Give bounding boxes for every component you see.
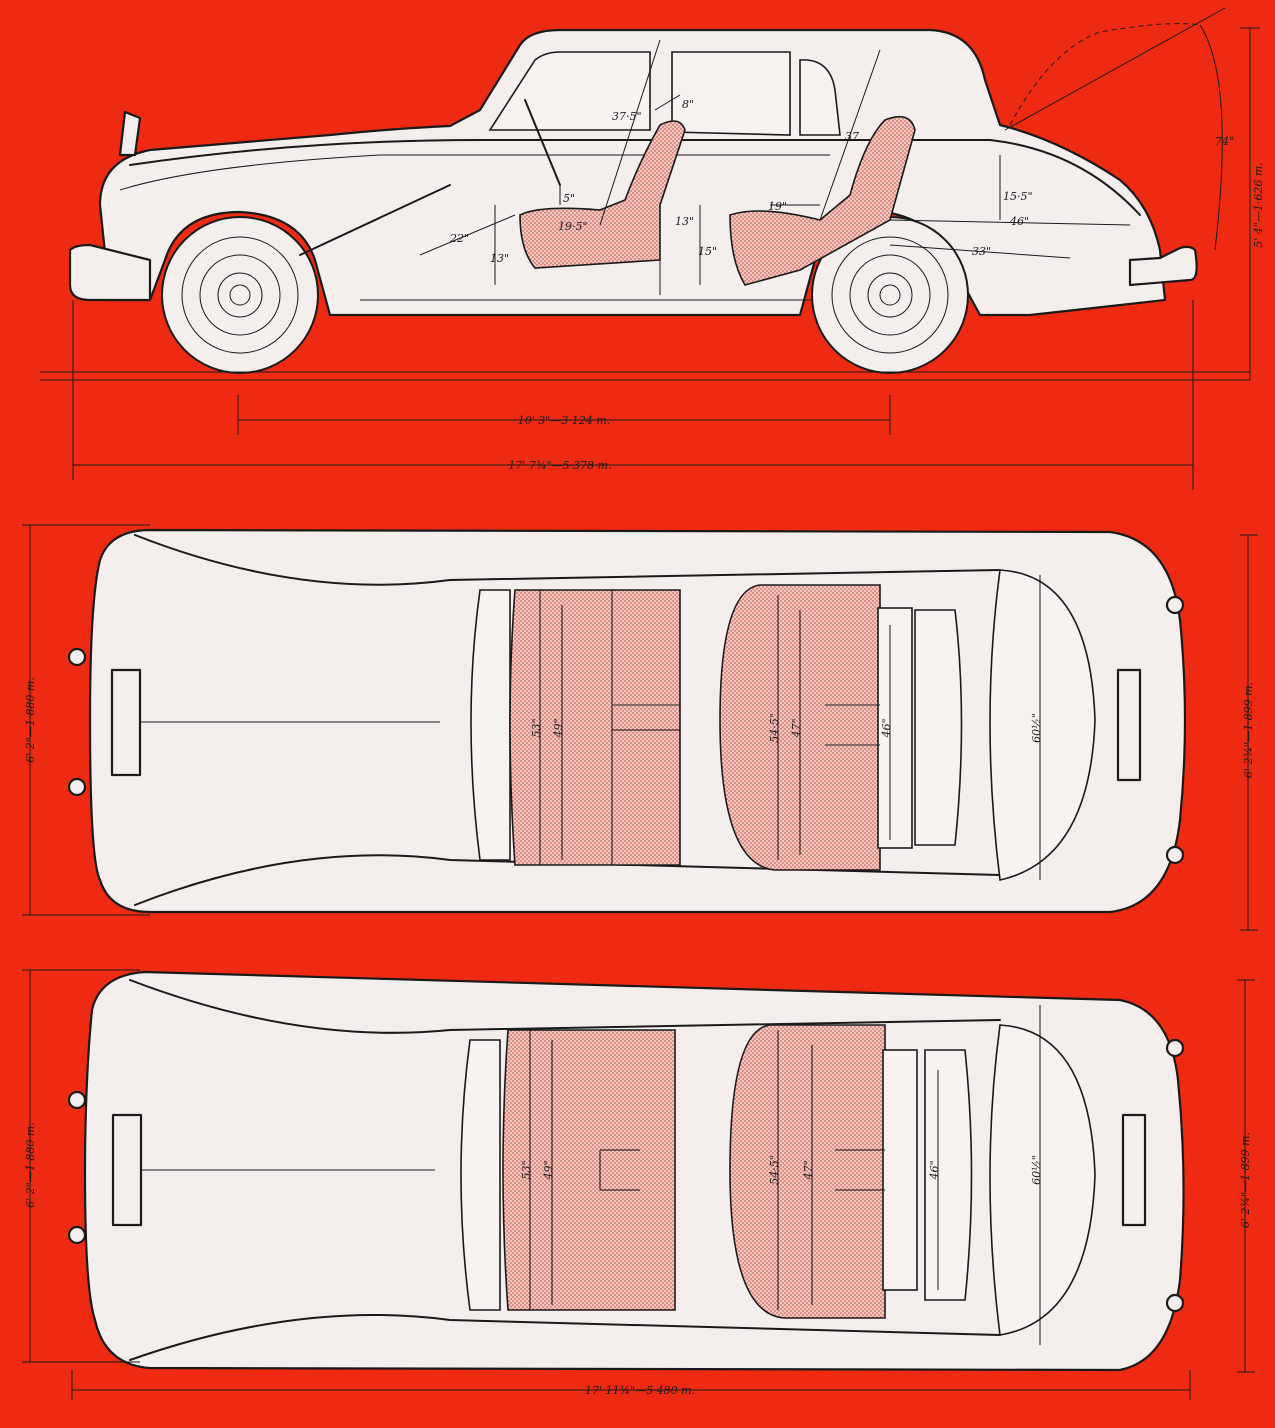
overall-height-label: 5' 4"—1·626 m.: [1252, 162, 1265, 248]
upper-rear-seat-inner-label: 47": [790, 718, 803, 738]
boot-height-label: 15·5": [1003, 190, 1033, 203]
boot-length-label: 46": [1009, 215, 1029, 228]
upper-overall-width-label: 6' 2"—1·880 m.: [24, 677, 37, 763]
front-seat-side: [519, 120, 686, 269]
rear-bumper: [1128, 245, 1198, 287]
boot-floor-label: 33": [972, 245, 991, 258]
plan-view-lower: 53" 49" 54·5" 47" 46" 60½" 6' 2"—1·880 m…: [22, 969, 1255, 1400]
front-seat-height-label: 13": [490, 252, 509, 265]
upper-boot-width-label: 60½": [1030, 713, 1043, 743]
mascot-icon: [118, 110, 142, 157]
lower-overall-length-label: 17' 11¾"—5·480 m.: [585, 1384, 695, 1397]
lower-track-label: 6' 2¾"—1·899 m.: [1239, 1132, 1252, 1228]
overall-length-label: 17' 7¾"—5·378 m.: [508, 459, 611, 472]
lower-overall-width-label: 6' 2"—1·880 m.: [24, 1122, 37, 1208]
plan-view-upper: 53" 49" 54·5" 47" 46" 60½" 6' 2"—1·880 m…: [22, 524, 1258, 931]
upper-front-seat-outer-label: 53": [530, 718, 543, 737]
front-headroom-label: 37·5": [612, 110, 642, 123]
lower-front-seat-inner-label: 49": [542, 1160, 555, 1180]
lower-rear-seat: [729, 1024, 886, 1319]
front-bumper: [68, 243, 152, 302]
upper-front-seat-inner-label: 49": [552, 718, 565, 738]
wheelbase-label: 10' 3"—3·124 m.: [518, 414, 611, 427]
lower-rear-seat-inner-label: 47": [802, 1160, 815, 1180]
side-body-outline: [98, 28, 1167, 317]
lower-front-seat: [502, 1029, 676, 1311]
upper-rear-seat-outer-label: 54·5": [768, 713, 781, 743]
lower-rear-shelf-label: 46": [928, 1160, 941, 1180]
seat-back-rake-label: 8": [682, 98, 694, 111]
front-legroom-label: 22": [449, 232, 469, 245]
upper-rear-shelf-label: 46": [880, 718, 893, 738]
rear-seat-side: [729, 115, 916, 286]
front-seat-width-label: 19·5": [558, 220, 588, 233]
lower-rear-seat-outer-label: 54·5": [768, 1155, 781, 1185]
side-belt-line: [129, 139, 1141, 216]
side-view: 22" 13" 19·5" 5" 37·5" 8" 13" 15" 19" 37…: [40, 7, 1265, 490]
upper-track-label: 6' 2¾"—1·899 m.: [1242, 682, 1255, 778]
rear-knee-room-label: 13": [675, 215, 694, 228]
rear-seat-depth-label: 19": [768, 200, 787, 213]
side-windows: [488, 51, 841, 136]
upper-front-seat: [509, 589, 681, 866]
rear-seat-height-label: 15": [698, 245, 717, 258]
front-wheel: [161, 216, 319, 374]
lower-boot-width-label: 60½": [1030, 1155, 1043, 1185]
steering-clearance-label: 5": [563, 192, 575, 205]
rear-headroom-label: 37: [845, 130, 859, 143]
steering-column: [299, 99, 561, 256]
lid-angle-label: 74°: [1215, 135, 1235, 148]
lower-front-seat-outer-label: 53": [520, 1160, 533, 1179]
